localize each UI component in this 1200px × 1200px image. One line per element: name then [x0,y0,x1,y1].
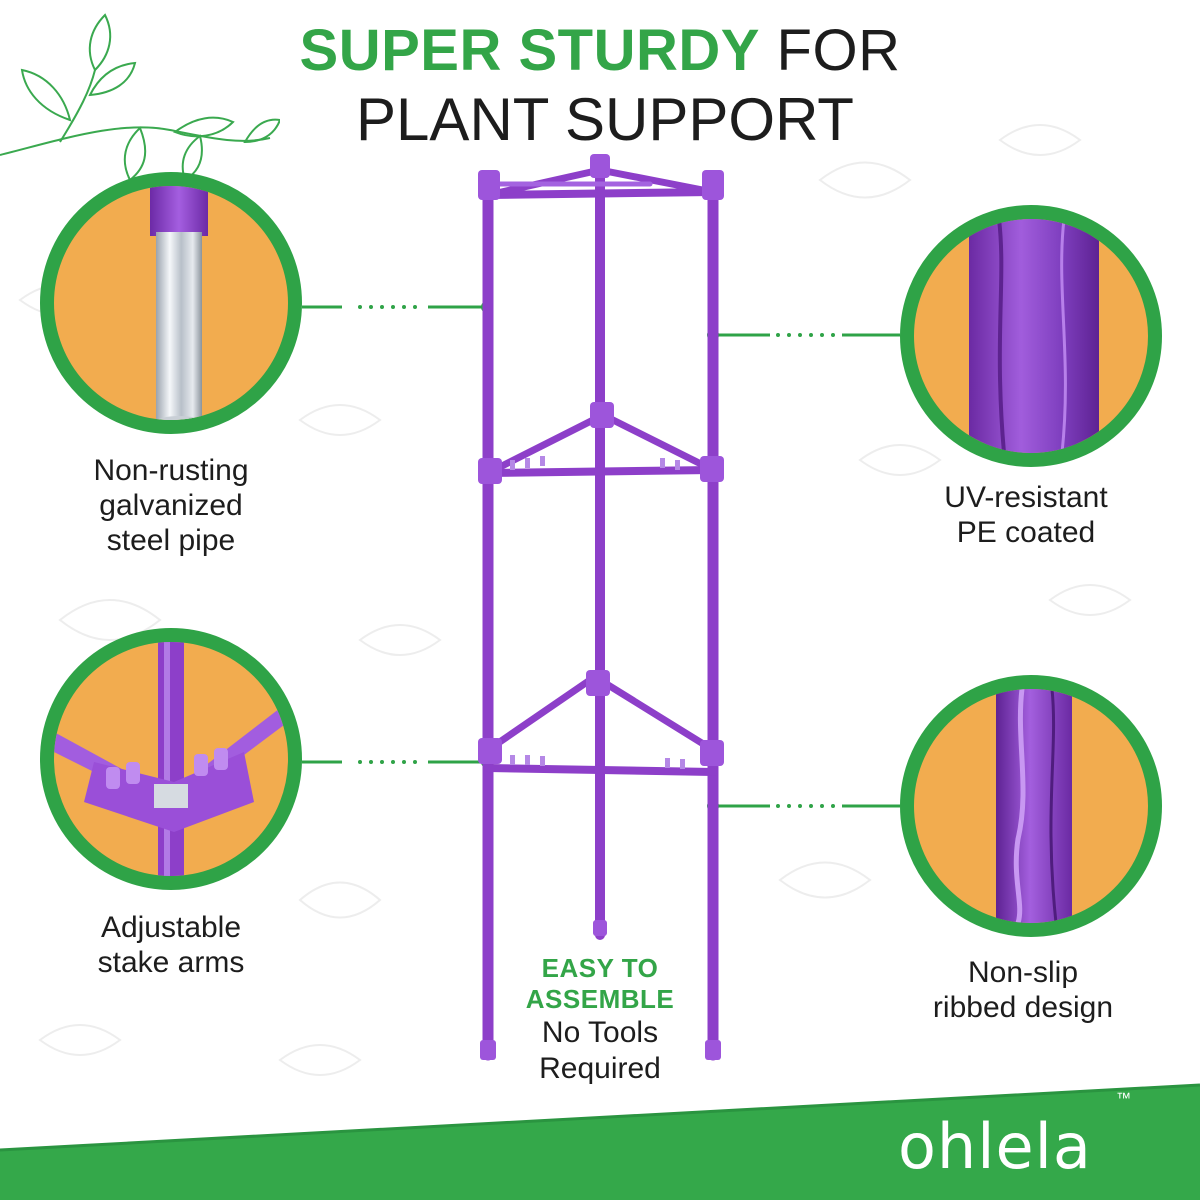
leaf-sprig-icon [0,13,280,180]
assembly-title-2: ASSEMBLE [525,984,675,1014]
tomato-cage-icon [478,154,724,1061]
ribbed-stake-icon [969,219,1099,453]
ribbed-stake-icon [996,689,1072,923]
caption-stake-arms: Adjustable stake arms [97,911,245,979]
steel-pipe-icon [150,186,208,420]
stake-arm-clip-icon [54,642,288,876]
brand-trademark: ™ [1116,1090,1131,1107]
assembly-sub-1: No Tools [541,1016,659,1049]
caption-ribbed-design: Non-slip ribbed design [932,956,1114,1024]
feature-circle-ribbed-design [900,675,1162,937]
feature-circle-stake-arms [40,628,302,890]
caption-steel-pipe: Non-rusting galvanized steel pipe [93,454,249,557]
headline-highlight: SUPER STURDY [299,18,760,83]
headline-line2: PLANT SUPPORT [356,86,854,153]
headline: SUPER STURDY FOR PLANT SUPPORT [0,18,1200,156]
caption-uv-resistant: UV-resistant PE coated [944,481,1108,549]
brand-logo: ohlela [898,1110,1092,1183]
headline-rest: FOR [759,18,901,83]
assembly-title-1: EASY TO [541,953,659,983]
assembly-sub-2: Required [539,1052,661,1085]
assembly-callout: EASY TO ASSEMBLE No Tools Required [500,953,700,1087]
